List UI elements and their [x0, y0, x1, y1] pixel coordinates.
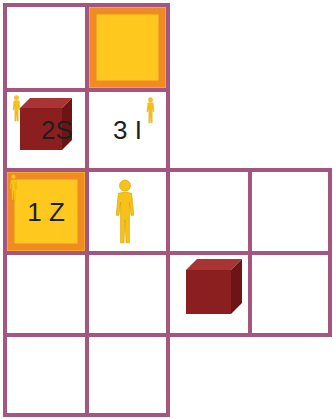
grid-cell: [168, 170, 250, 253]
player-figure: [116, 180, 134, 243]
grid-cell: [5, 253, 87, 335]
grid-cell: [5, 90, 87, 170]
crate-side: [231, 259, 242, 314]
grid: [5, 5, 330, 415]
grid-cell: [168, 253, 250, 335]
cell-label: 3 I: [113, 117, 142, 143]
cell-label: 2S: [41, 117, 73, 143]
player-figure: [10, 174, 17, 200]
crate: [186, 259, 242, 314]
goal-cell: [87, 5, 168, 90]
grid-cell: [5, 5, 87, 90]
grid-cell: [87, 253, 168, 335]
crate: [20, 98, 72, 150]
goal-cell: [5, 170, 87, 253]
crate-front: [186, 270, 231, 314]
player-figure: [147, 97, 154, 123]
board-cell: 2S: [27, 92, 87, 168]
grid-cell: [250, 170, 330, 253]
grid-cell: [87, 90, 168, 170]
grid-cell: [5, 170, 87, 253]
grid-cell: [87, 5, 168, 90]
grid-cell: [5, 335, 87, 415]
board-cell: 1 Z: [7, 172, 85, 251]
goal-border: [11, 176, 81, 247]
cell-label: 1 Z: [27, 199, 65, 225]
board-cell: 3 I: [89, 92, 166, 168]
grid-cell: [87, 335, 168, 415]
player-figure: [13, 95, 20, 121]
grid-cell: [87, 170, 168, 253]
goal-border: [93, 11, 162, 84]
grid-cell: [250, 253, 330, 335]
